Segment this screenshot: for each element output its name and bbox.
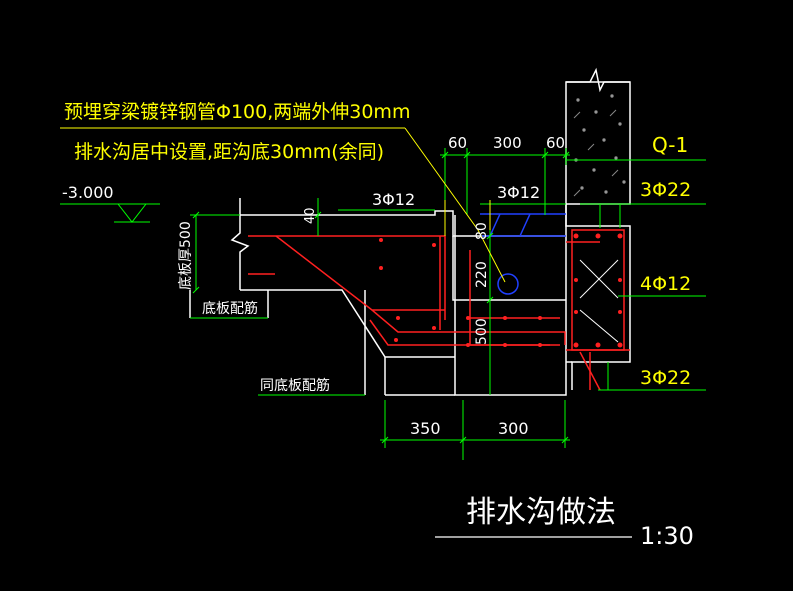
mid-top-bar-label: 3Φ12 bbox=[497, 183, 540, 202]
left-top-bar-label: 3Φ12 bbox=[372, 190, 415, 209]
wall-id-label: Q-1 bbox=[652, 133, 688, 157]
dim-top-mid: 300 bbox=[493, 134, 522, 152]
rebar-dots bbox=[379, 233, 623, 348]
drain-pipe bbox=[480, 213, 566, 295]
elevation-label: -3.000 bbox=[62, 183, 114, 202]
note-line-1: 预埋穿梁镀锌钢管Φ100,两端外伸30mm bbox=[64, 101, 410, 123]
note-line-2: 排水沟居中设置,距沟底30mm(余同) bbox=[74, 141, 384, 163]
concrete-wall-q1 bbox=[565, 67, 631, 205]
wall-stirrup-cross bbox=[579, 259, 619, 343]
dim-depth-500: 500 bbox=[474, 318, 490, 345]
same-slab-reinforcement-label: 同底板配筋 bbox=[260, 377, 330, 394]
wall-top-bar-label: 3Φ22 bbox=[640, 179, 691, 201]
dim-depth-220: 220 bbox=[474, 261, 490, 288]
wall-mid-bar-label: 4Φ12 bbox=[640, 273, 691, 295]
dim-bottom-right: 300 bbox=[498, 419, 529, 438]
dim-top-right: 60 bbox=[546, 134, 565, 152]
dim-depth-40: 40 bbox=[303, 207, 318, 224]
slab-thickness-label: 底板厚500 bbox=[178, 221, 194, 290]
drawing-title: 排水沟做法 bbox=[466, 495, 616, 530]
dim-top-left: 60 bbox=[448, 134, 467, 152]
wall-bottom-bar-label: 3Φ22 bbox=[640, 367, 691, 389]
slab-reinforcement-label: 底板配筋 bbox=[202, 300, 258, 317]
rebar-cages bbox=[248, 229, 630, 391]
dimension-lines bbox=[60, 148, 706, 460]
drawing-scale: 1:30 bbox=[640, 522, 694, 550]
dim-bottom-left: 350 bbox=[410, 419, 441, 438]
note-leaders bbox=[60, 127, 506, 283]
dim-depth-80: 80 bbox=[474, 222, 490, 240]
structure-outline bbox=[189, 198, 631, 396]
